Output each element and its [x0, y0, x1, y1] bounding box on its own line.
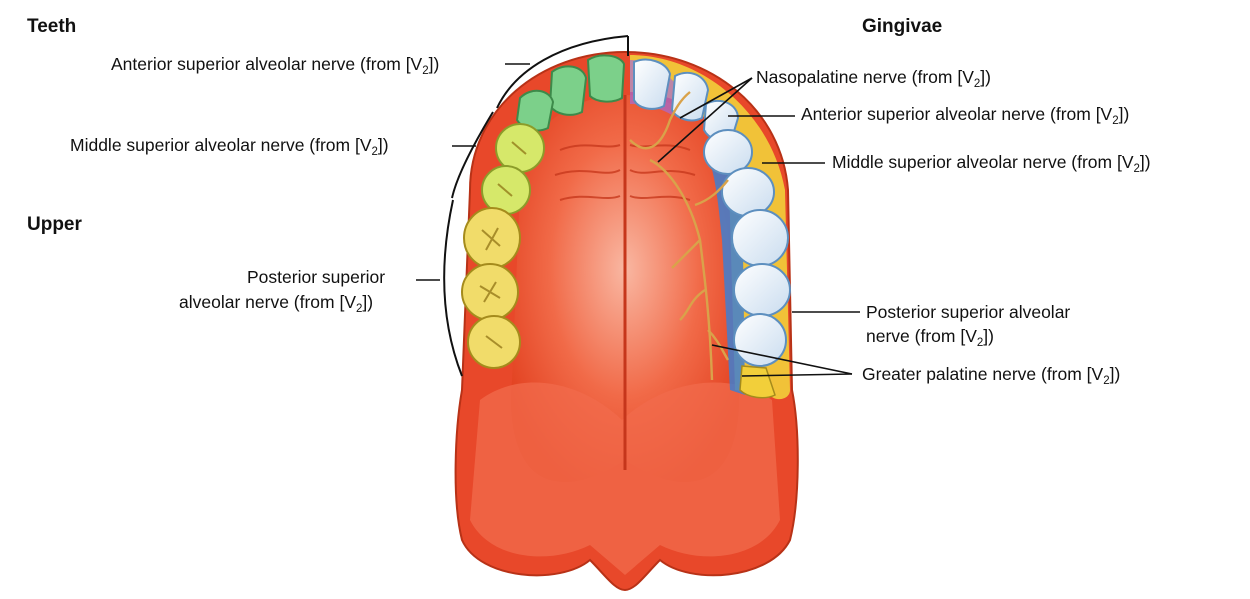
teeth-posterior-label-line1: Posterior superior	[247, 267, 386, 287]
soft-palate	[470, 382, 780, 575]
teeth-heading: Teeth	[27, 16, 77, 37]
greater-palatine-label: Greater palatine nerve (from [V2])	[862, 364, 1121, 387]
leader-lines	[416, 63, 860, 377]
upper-heading: Upper	[27, 214, 82, 235]
teeth-zone-brackets	[443, 35, 629, 377]
gingivae-heading: Gingivae	[862, 16, 943, 37]
anterior-teeth-left	[515, 54, 626, 132]
gingivae-posterior-label-line1: Posterior superior alveolar	[866, 302, 1071, 322]
teeth-posterior-label-line2: alveolar nerve (from [V2])	[179, 292, 374, 315]
palatine-nerves	[629, 91, 730, 381]
teeth-anterior-label: Anterior superior alveolar nerve (from […	[111, 54, 440, 77]
gingivae-anterior-label: Anterior superior alveolar nerve (from […	[801, 104, 1130, 127]
teeth-middle-label: Middle superior alveolar nerve (from [V2…	[70, 135, 389, 158]
molars-left	[461, 207, 521, 369]
gingivae-posterior-label-line2: nerve (from [V2])	[866, 326, 994, 349]
nasopalatine-label: Nasopalatine nerve (from [V2])	[756, 67, 991, 90]
teeth-right	[633, 58, 791, 367]
gingivae-middle-label: Middle superior alveolar nerve (from [V2…	[832, 152, 1151, 175]
